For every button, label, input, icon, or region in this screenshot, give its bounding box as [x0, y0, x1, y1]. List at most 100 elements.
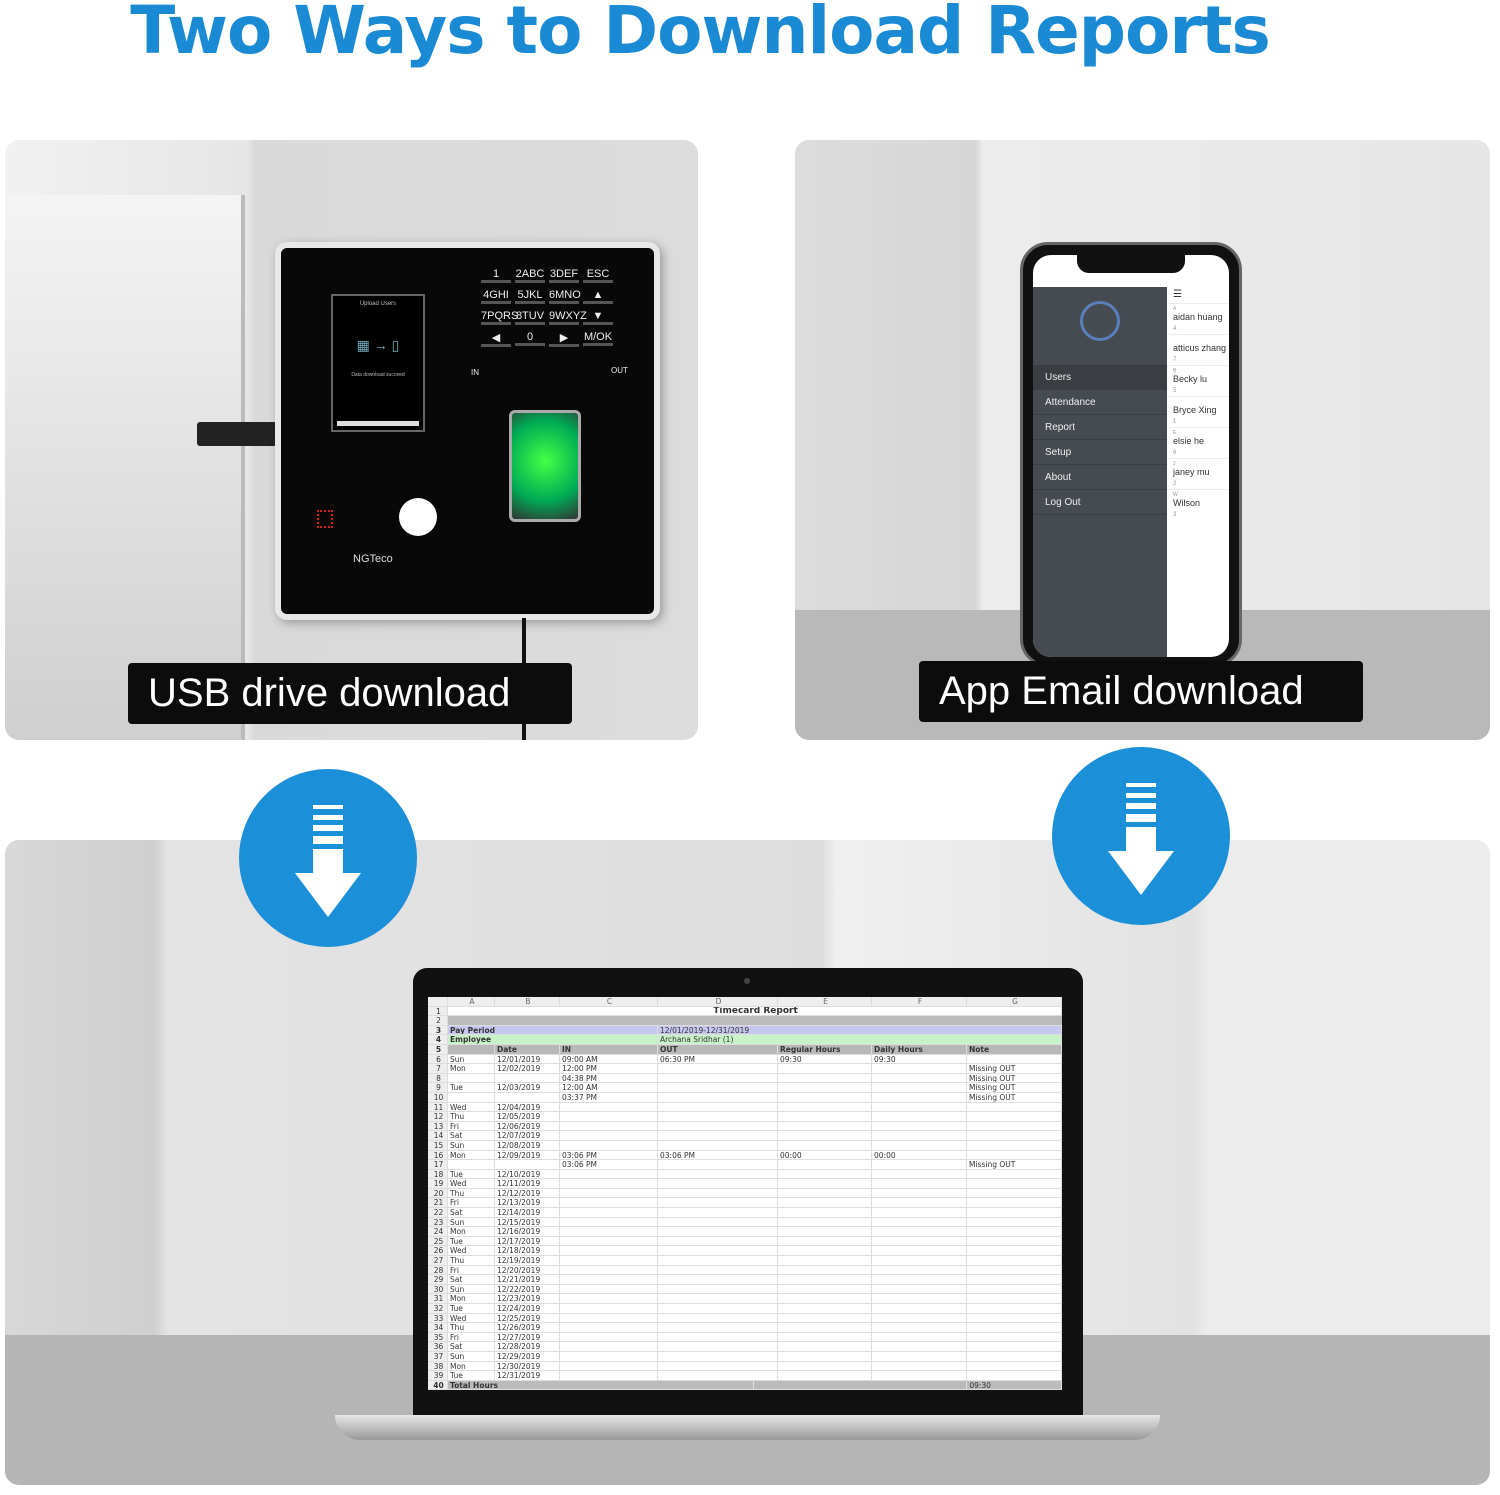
cell[interactable]: [560, 1246, 658, 1256]
cell[interactable]: 12/24/2019: [495, 1304, 560, 1313]
cell[interactable]: [778, 1112, 872, 1121]
cell[interactable]: 12/17/2019: [495, 1236, 560, 1246]
cell[interactable]: 12/29/2019: [495, 1351, 560, 1361]
cell[interactable]: [560, 1188, 658, 1198]
cell[interactable]: 20: [428, 1188, 448, 1198]
cell[interactable]: [658, 1179, 778, 1188]
cell[interactable]: [967, 1342, 1062, 1351]
keypad-key[interactable]: 3DEF: [549, 268, 583, 283]
cell[interactable]: [658, 1275, 778, 1284]
cell[interactable]: [778, 1284, 872, 1294]
cell[interactable]: [967, 1179, 1062, 1188]
cell[interactable]: [967, 1102, 1062, 1112]
cell[interactable]: [560, 1332, 658, 1342]
cell[interactable]: [778, 1140, 872, 1150]
cell[interactable]: 34: [428, 1323, 448, 1332]
cell[interactable]: [778, 1332, 872, 1342]
cell[interactable]: [560, 1208, 658, 1217]
keypad-key[interactable]: 4GHI: [481, 289, 515, 304]
cell[interactable]: [495, 1160, 560, 1169]
cell[interactable]: [967, 1169, 1062, 1179]
cell[interactable]: 18: [428, 1169, 448, 1179]
cell[interactable]: [778, 1198, 872, 1208]
cell[interactable]: [967, 1140, 1062, 1150]
cell[interactable]: [560, 1217, 658, 1227]
cell[interactable]: [778, 1246, 872, 1256]
cell[interactable]: [967, 1227, 1062, 1236]
cell[interactable]: Fri: [448, 1332, 495, 1342]
cell[interactable]: [778, 1236, 872, 1246]
cell[interactable]: Sun: [448, 1054, 495, 1064]
cell[interactable]: [872, 1217, 967, 1227]
cell[interactable]: [778, 1208, 872, 1217]
cell[interactable]: [967, 1256, 1062, 1265]
cell[interactable]: 04:38 PM: [560, 1073, 658, 1083]
cell[interactable]: [560, 1313, 658, 1323]
cell[interactable]: [872, 1294, 967, 1303]
cell[interactable]: [967, 1150, 1062, 1160]
cell[interactable]: 12/30/2019: [495, 1361, 560, 1371]
cell[interactable]: 03:37 PM: [560, 1092, 658, 1102]
cell[interactable]: 21: [428, 1198, 448, 1208]
cell[interactable]: 17: [428, 1160, 448, 1169]
cell[interactable]: 12/03/2019: [495, 1083, 560, 1092]
cell[interactable]: Sun: [448, 1351, 495, 1361]
cell[interactable]: [967, 1121, 1062, 1131]
cell[interactable]: 6: [428, 1054, 448, 1064]
cell[interactable]: 00:00: [872, 1150, 967, 1160]
cell[interactable]: [872, 1208, 967, 1217]
cell[interactable]: 12/22/2019: [495, 1284, 560, 1294]
cell[interactable]: [967, 1131, 1062, 1140]
cell[interactable]: [967, 1313, 1062, 1323]
cell[interactable]: [658, 1073, 778, 1083]
cell[interactable]: [872, 1160, 967, 1169]
cell[interactable]: Sun: [448, 1284, 495, 1294]
cell[interactable]: [560, 1179, 658, 1188]
cell[interactable]: [560, 1265, 658, 1275]
cell[interactable]: 09:30: [778, 1054, 872, 1064]
cell[interactable]: [560, 1323, 658, 1332]
keypad-key[interactable]: 8TUV: [515, 310, 549, 325]
cell[interactable]: [778, 1160, 872, 1169]
cell[interactable]: 22: [428, 1208, 448, 1217]
cell[interactable]: [872, 1188, 967, 1198]
cell[interactable]: [658, 1304, 778, 1313]
cell[interactable]: [658, 1112, 778, 1121]
cell[interactable]: Missing OUT: [967, 1064, 1062, 1073]
keypad-key[interactable]: M/OK: [583, 331, 617, 347]
cell[interactable]: [560, 1131, 658, 1140]
cell[interactable]: Wed: [448, 1313, 495, 1323]
cell[interactable]: 00:00: [778, 1150, 872, 1160]
cell[interactable]: 38: [428, 1361, 448, 1371]
cell[interactable]: [778, 1361, 872, 1371]
cell[interactable]: [560, 1140, 658, 1150]
cell[interactable]: [560, 1102, 658, 1112]
cell[interactable]: 16: [428, 1150, 448, 1160]
cell[interactable]: 12/25/2019: [495, 1313, 560, 1323]
cell[interactable]: [872, 1169, 967, 1179]
cell[interactable]: [658, 1323, 778, 1332]
cell[interactable]: Tue: [448, 1169, 495, 1179]
cell[interactable]: [967, 1323, 1062, 1332]
cell[interactable]: [872, 1313, 967, 1323]
cell[interactable]: Mon: [448, 1294, 495, 1303]
cell[interactable]: [658, 1227, 778, 1236]
cell[interactable]: 12:00 PM: [560, 1064, 658, 1073]
cell[interactable]: Mon: [448, 1064, 495, 1073]
cell[interactable]: 36: [428, 1342, 448, 1351]
cell[interactable]: 12/02/2019: [495, 1064, 560, 1073]
cell[interactable]: [872, 1198, 967, 1208]
cell[interactable]: [658, 1160, 778, 1169]
column-header[interactable]: A: [448, 997, 495, 1006]
cell[interactable]: 03:06 PM: [560, 1160, 658, 1169]
cell[interactable]: Missing OUT: [967, 1160, 1062, 1169]
cell[interactable]: [658, 1169, 778, 1179]
cell[interactable]: Thu: [448, 1188, 495, 1198]
cell[interactable]: 19: [428, 1179, 448, 1188]
keypad-key[interactable]: 1: [481, 268, 515, 283]
keypad-key[interactable]: ▶: [549, 331, 583, 347]
cell[interactable]: [778, 1179, 872, 1188]
column-header[interactable]: [428, 997, 448, 1006]
cell[interactable]: [560, 1275, 658, 1284]
